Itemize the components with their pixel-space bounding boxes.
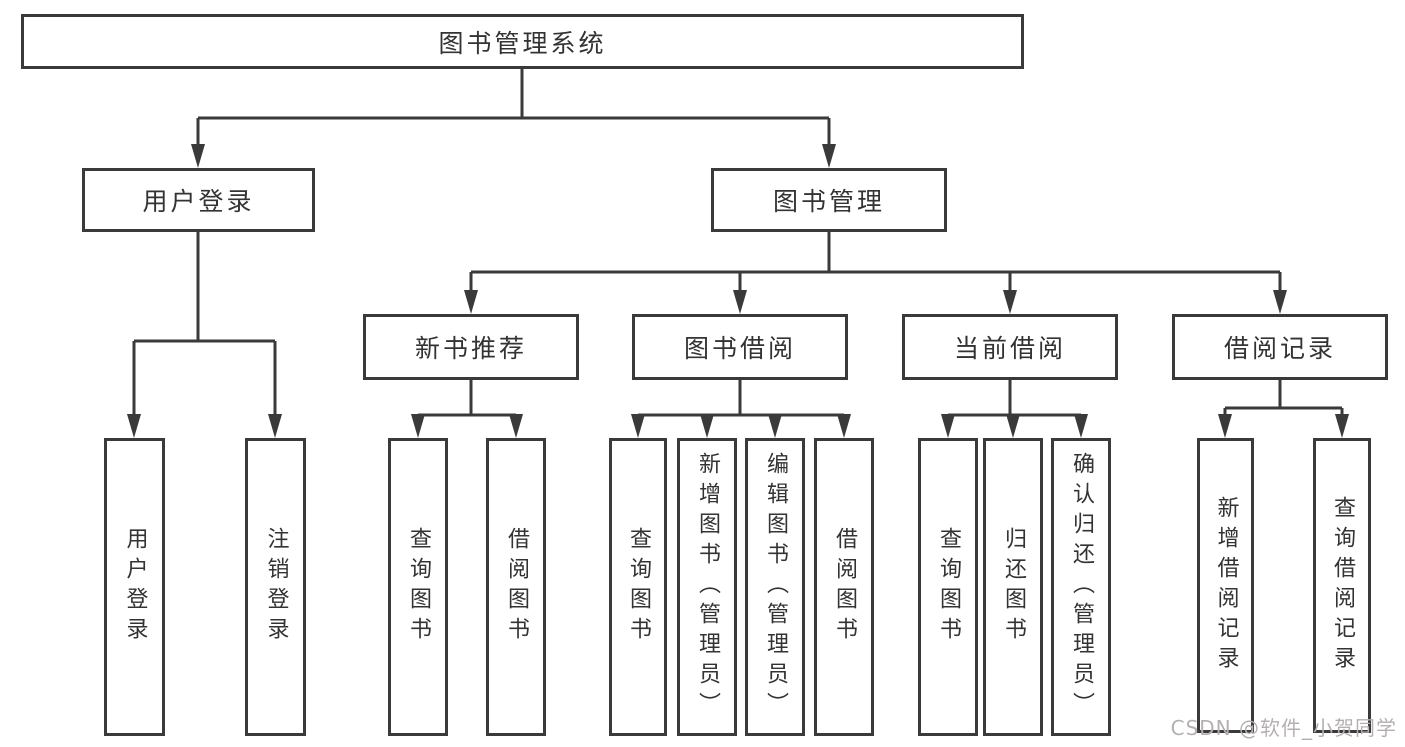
leaf-rec-borrow-book-label: 借阅图书 bbox=[504, 527, 529, 647]
leaf-bb-edit-book: 编辑图书（管理员） bbox=[745, 438, 805, 736]
leaf-logout: 注销登录 bbox=[245, 438, 306, 736]
leaf-cb-confirm-return-label: 确认归还（管理员） bbox=[1069, 452, 1094, 722]
leaf-rc-query-record: 查询借阅记录 bbox=[1313, 438, 1371, 733]
node-root: 图书管理系统 bbox=[21, 14, 1024, 69]
leaf-user-login-label: 用户登录 bbox=[122, 527, 148, 647]
arrow-down-icon bbox=[631, 414, 645, 438]
arrow-down-icon bbox=[1273, 290, 1287, 314]
arrow-heads bbox=[127, 144, 1349, 438]
arrow-down-icon bbox=[411, 414, 425, 438]
arrow-down-icon bbox=[509, 414, 523, 438]
node-current-borrow: 当前借阅 bbox=[902, 314, 1118, 380]
node-root-label: 图书管理系统 bbox=[438, 28, 607, 58]
arrow-down-icon bbox=[464, 290, 478, 314]
arrow-down-icon bbox=[191, 144, 205, 168]
leaf-bb-edit-book-label: 编辑图书（管理员） bbox=[763, 452, 788, 722]
leaf-cb-return-book: 归还图书 bbox=[983, 438, 1043, 736]
leaf-rc-add-record: 新增借阅记录 bbox=[1197, 438, 1254, 733]
arrow-down-icon bbox=[768, 414, 782, 438]
arrow-down-icon bbox=[1335, 414, 1349, 438]
leaf-bb-borrow-book-label: 借阅图书 bbox=[832, 527, 857, 647]
node-book-mgmt: 图书管理 bbox=[711, 168, 947, 232]
leaf-logout-label: 注销登录 bbox=[263, 527, 289, 647]
leaf-cb-confirm-return: 确认归还（管理员） bbox=[1051, 438, 1111, 736]
leaf-bb-query-book-label: 查询图书 bbox=[626, 527, 651, 647]
arrow-down-icon bbox=[1218, 414, 1232, 438]
csdn-watermark: CSDN @软件_小贺同学 bbox=[1170, 716, 1397, 740]
node-user-login: 用户登录 bbox=[82, 168, 315, 232]
leaf-bb-add-book-label: 新增图书（管理员） bbox=[695, 452, 720, 722]
node-book-borrow-label: 图书借阅 bbox=[683, 334, 796, 363]
arrow-down-icon bbox=[941, 414, 955, 438]
arrow-down-icon bbox=[700, 414, 714, 438]
arrow-down-icon bbox=[127, 414, 141, 438]
node-user-login-label: 用户登录 bbox=[142, 187, 255, 216]
arrow-down-icon bbox=[268, 414, 282, 438]
node-borrow-records: 借阅记录 bbox=[1172, 314, 1388, 380]
node-new-book-rec: 新书推荐 bbox=[363, 314, 579, 380]
arrow-down-icon bbox=[822, 144, 836, 168]
leaf-bb-query-book: 查询图书 bbox=[609, 438, 667, 736]
arrow-down-icon bbox=[733, 290, 747, 314]
leaf-rec-query-book-label: 查询图书 bbox=[406, 527, 431, 647]
leaf-bb-add-book: 新增图书（管理员） bbox=[677, 438, 737, 736]
leaf-cb-query-book: 查询图书 bbox=[918, 438, 978, 736]
leaf-bb-borrow-book: 借阅图书 bbox=[814, 438, 874, 736]
arrow-down-icon bbox=[1003, 290, 1017, 314]
arrow-down-icon bbox=[1074, 414, 1088, 438]
leaf-rc-add-record-label: 新增借阅记录 bbox=[1213, 495, 1239, 676]
leaf-cb-query-book-label: 查询图书 bbox=[936, 527, 961, 647]
leaf-rec-query-book: 查询图书 bbox=[388, 438, 448, 736]
arrow-down-icon bbox=[1006, 414, 1020, 438]
leaf-user-login: 用户登录 bbox=[104, 438, 165, 736]
node-book-borrow: 图书借阅 bbox=[632, 314, 848, 380]
leaf-rc-query-record-label: 查询借阅记录 bbox=[1330, 495, 1355, 676]
leaf-rec-borrow-book: 借阅图书 bbox=[486, 438, 546, 736]
node-book-mgmt-label: 图书管理 bbox=[772, 187, 885, 216]
leaf-cb-return-book-label: 归还图书 bbox=[1001, 527, 1026, 647]
arrow-down-icon bbox=[837, 414, 851, 438]
node-new-book-rec-label: 新书推荐 bbox=[414, 334, 527, 363]
node-borrow-records-label: 借阅记录 bbox=[1223, 334, 1336, 363]
node-current-borrow-label: 当前借阅 bbox=[953, 334, 1066, 363]
